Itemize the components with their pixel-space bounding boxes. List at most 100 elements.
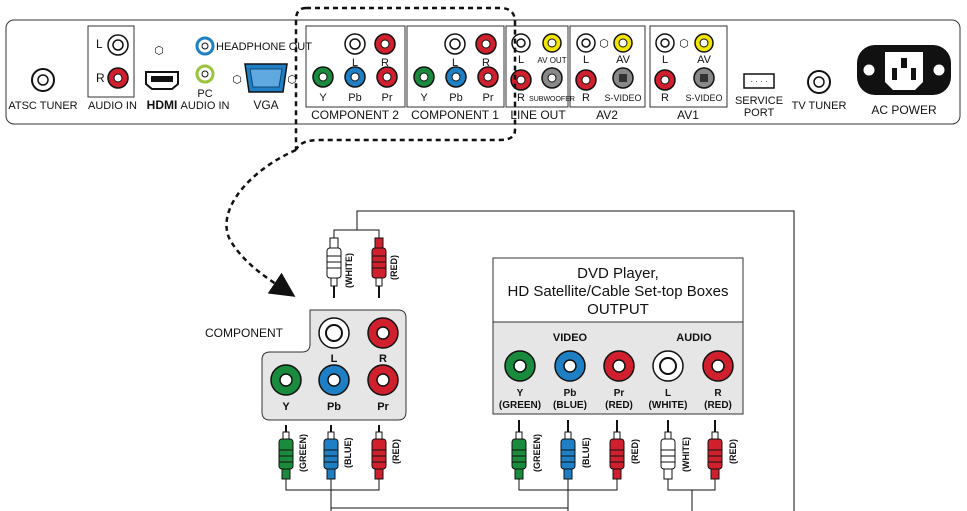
line-out-l-label: L bbox=[518, 54, 524, 66]
ac-power-socket[interactable] bbox=[857, 45, 951, 95]
arrow-to-component bbox=[225, 148, 297, 297]
pc-audio-in-label-1: PC bbox=[197, 88, 212, 100]
component-panel-pb-label: Pb bbox=[327, 401, 341, 413]
dvd-video-label: VIDEO bbox=[553, 332, 588, 344]
component1-pr-jack[interactable] bbox=[477, 66, 499, 88]
pc-audio-in-jack[interactable] bbox=[195, 64, 215, 84]
av1-s-video-label: S-VIDEO bbox=[685, 93, 722, 103]
dvd-y-jack[interactable] bbox=[504, 350, 536, 382]
line-out-l-jack[interactable] bbox=[511, 33, 531, 53]
component-panel-r-jack[interactable] bbox=[367, 317, 399, 349]
component2-pb-label: Pb bbox=[348, 92, 361, 104]
dvd-pb-label: Pb bbox=[564, 388, 577, 399]
dvd-pr-label: Pr bbox=[614, 388, 625, 399]
component-panel-l-label: L bbox=[331, 353, 338, 365]
av2-s-video-jack[interactable] bbox=[612, 67, 634, 89]
audio-in-l-jack[interactable] bbox=[107, 34, 129, 56]
dvd-l-label: L bbox=[665, 388, 671, 399]
av-out-jack[interactable] bbox=[542, 33, 562, 53]
line-out-r-label: R bbox=[517, 92, 525, 104]
av2-r-jack[interactable] bbox=[575, 69, 597, 91]
audio-plug-white bbox=[326, 237, 342, 298]
component1-pb-jack[interactable] bbox=[445, 66, 467, 88]
pc-audio-in-label-2: AUDIO IN bbox=[181, 100, 230, 112]
av1-l-label: L bbox=[662, 54, 668, 66]
dvd-pr-color: (RED) bbox=[605, 400, 633, 411]
dvd-l-jack[interactable] bbox=[652, 350, 684, 382]
dvd-pr-jack[interactable] bbox=[603, 350, 635, 382]
tv-rear-panel: ATSC TUNER L R AUDIO IN HDMI ⬡ HEADPHONE… bbox=[5, 19, 961, 125]
plug-label-red: (RED) bbox=[630, 439, 640, 464]
plug-label-red: (RED) bbox=[389, 255, 399, 280]
dvd-r-jack[interactable] bbox=[702, 350, 734, 382]
component-plug-blue bbox=[323, 425, 339, 480]
component-panel-pr-label: Pr bbox=[377, 401, 389, 413]
av1-box bbox=[649, 25, 728, 108]
plug-label-white: (WHITE) bbox=[344, 253, 354, 288]
ac-power-label: AC POWER bbox=[871, 103, 937, 117]
component2-l-jack[interactable] bbox=[344, 33, 366, 55]
dvd-plug-red bbox=[609, 420, 625, 480]
plug-label-red: (RED) bbox=[728, 439, 738, 464]
component-plug-red bbox=[371, 425, 387, 480]
av1-r-label: R bbox=[661, 92, 669, 104]
hdmi-port[interactable] bbox=[145, 71, 179, 90]
atsc-tuner-label: ATSC TUNER bbox=[8, 100, 77, 112]
audio-in-label: AUDIO IN bbox=[88, 100, 137, 112]
component2-l-label: L bbox=[352, 57, 358, 69]
component2-r-label: R bbox=[381, 57, 389, 69]
audio-cable-right bbox=[667, 479, 716, 511]
component-cable-left bbox=[285, 479, 380, 511]
component-plug-green bbox=[278, 425, 294, 480]
screw-icon: ⬡ bbox=[679, 38, 689, 50]
av1-r-jack[interactable] bbox=[654, 69, 676, 91]
vga-label: VGA bbox=[253, 98, 278, 112]
av2-av-label: AV bbox=[616, 54, 631, 66]
atsc-tuner-jack[interactable] bbox=[31, 68, 55, 92]
dvd-pb-color: (BLUE) bbox=[553, 400, 587, 411]
component-panel-l-jack[interactable] bbox=[318, 317, 350, 349]
dvd-title-line2: HD Satellite/Cable Set-top Boxes bbox=[508, 283, 729, 300]
subwoofer-jack[interactable] bbox=[541, 67, 563, 89]
vga-port[interactable] bbox=[244, 63, 288, 93]
component-panel-pb-jack[interactable] bbox=[318, 364, 350, 396]
headphone-out-label: HEADPHONE OUT bbox=[216, 41, 312, 53]
headphone-out-jack[interactable] bbox=[195, 36, 215, 56]
tv-tuner-jack[interactable] bbox=[807, 70, 831, 94]
dvd-title-line3: OUTPUT bbox=[587, 301, 649, 318]
component1-r-label: R bbox=[482, 57, 490, 69]
highlight-dashed-box bbox=[294, 6, 517, 151]
dvd-l-color: (WHITE) bbox=[649, 400, 688, 411]
audio-plug-red bbox=[371, 237, 387, 298]
component2-label: COMPONENT 2 bbox=[311, 108, 399, 122]
av2-video-jack[interactable] bbox=[613, 33, 633, 53]
component-panel-pr-jack[interactable] bbox=[367, 364, 399, 396]
component2-pb-jack[interactable] bbox=[344, 66, 366, 88]
av2-label: AV2 bbox=[596, 108, 618, 122]
service-port[interactable]: · · · · bbox=[743, 73, 775, 89]
audio-in-r-jack[interactable] bbox=[107, 67, 129, 89]
av1-l-jack[interactable] bbox=[655, 33, 675, 53]
av2-l-label: L bbox=[583, 54, 589, 66]
line-out-box bbox=[505, 25, 569, 108]
component2-pr-jack[interactable] bbox=[376, 66, 398, 88]
av1-video-jack[interactable] bbox=[694, 33, 714, 53]
plug-label-green: (GREEN) bbox=[298, 434, 308, 472]
component1-r-jack[interactable] bbox=[475, 33, 497, 55]
component2-r-jack[interactable] bbox=[374, 33, 396, 55]
component1-l-jack[interactable] bbox=[444, 33, 466, 55]
component2-box bbox=[305, 25, 406, 108]
component-panel-y-label: Y bbox=[282, 401, 290, 413]
component1-y-jack[interactable] bbox=[413, 66, 435, 88]
audio-in-l-label: L bbox=[96, 37, 103, 51]
av2-l-jack[interactable] bbox=[576, 33, 596, 53]
tv-tuner-label: TV TUNER bbox=[792, 100, 847, 112]
dvd-plug-white bbox=[660, 420, 676, 480]
av1-s-video-jack[interactable] bbox=[693, 67, 715, 89]
dvd-pb-jack[interactable] bbox=[554, 350, 586, 382]
component-panel-y-jack[interactable] bbox=[270, 364, 302, 396]
component2-y-jack[interactable] bbox=[312, 66, 334, 88]
dvd-audio-label: AUDIO bbox=[676, 332, 712, 344]
av2-box bbox=[569, 25, 646, 108]
